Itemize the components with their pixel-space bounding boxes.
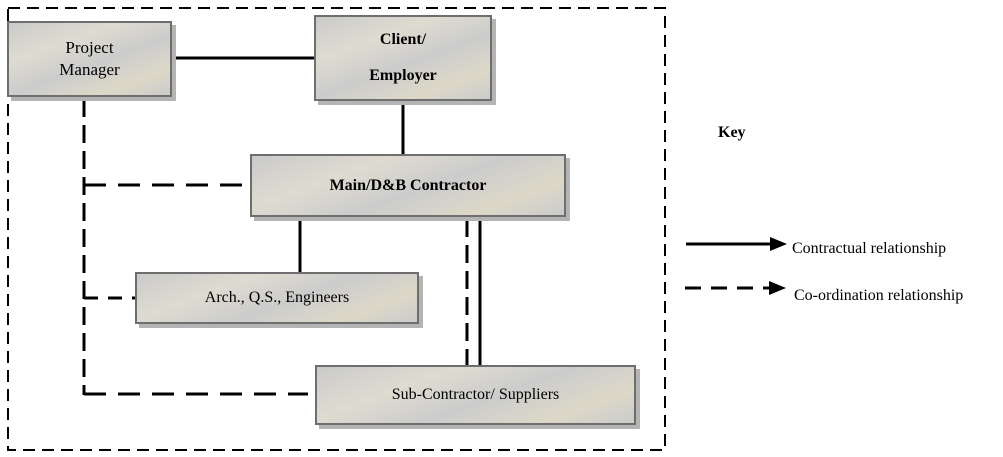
key-coordination-arrowhead <box>769 281 786 295</box>
node-subcontractors: Sub-Contractor/ Suppliers <box>315 365 636 425</box>
key-contractual-label: Contractual relationship <box>792 240 947 257</box>
node-consultants: Arch., Q.S., Engineers <box>135 272 419 324</box>
node-project-manager-line1: Project <box>65 38 114 57</box>
node-main-contractor: Main/D&B Contractor <box>250 154 566 217</box>
node-client-employer: Client/ Employer <box>314 15 492 101</box>
project-boundary <box>7 7 666 451</box>
key-title: Key <box>718 124 746 141</box>
node-project-manager: Project Manager <box>7 21 172 97</box>
node-main-contractor-label: Main/D&B Contractor <box>329 176 487 194</box>
node-consultants-label: Arch., Q.S., Engineers <box>204 289 350 306</box>
node-client-line1: Client/ <box>379 31 427 48</box>
key-contractual-arrowhead <box>770 237 787 251</box>
node-subcontractors-label: Sub-Contractor/ Suppliers <box>391 386 560 403</box>
key-coordination-label: Co-ordination relationship <box>794 287 964 304</box>
node-client-line2: Employer <box>369 67 437 84</box>
node-project-manager-line2: Manager <box>59 60 120 79</box>
